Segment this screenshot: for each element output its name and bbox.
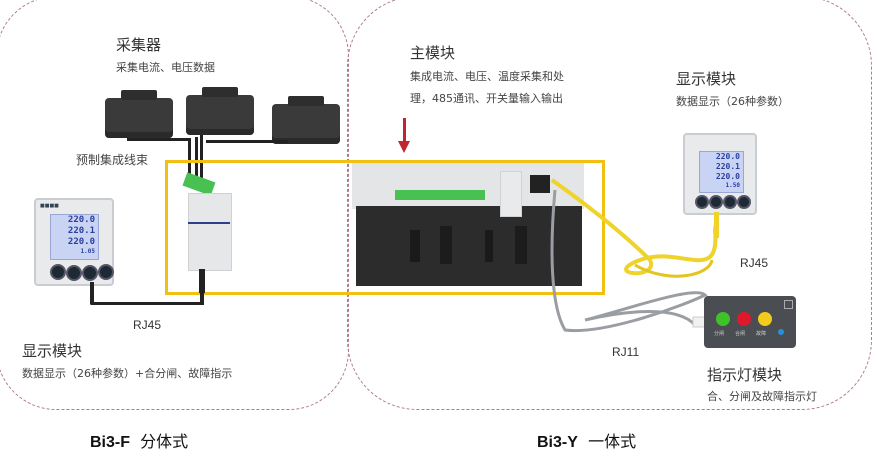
integrated-type-panel [347, 0, 872, 410]
meter-button-1 [50, 264, 66, 280]
rj45-connector-right [714, 212, 719, 238]
rj11-label: RJ11 [612, 345, 640, 359]
main-module-subtitle-2: 理，485通讯、开关量输入输出 [410, 92, 563, 105]
display-module-title-right: 显示模块 [676, 70, 737, 88]
main-module-title: 主模块 [410, 44, 456, 62]
harness-label: 预制集成线束 [76, 153, 149, 167]
meter-button-2 [66, 265, 82, 281]
lcd-screen: 220.0 220.1 220.0 1.05 [50, 214, 99, 260]
display-module-subtitle-left: 数据显示（26种参数）+合分闸、故障指示 [22, 367, 233, 380]
meter-button-4 [98, 264, 114, 280]
indicator-module-subtitle: 合、分闸及故障指示灯 [707, 390, 817, 403]
collector-subtitle: 采集电流、电压数据 [116, 61, 215, 74]
display-module-subtitle-right: 数据显示（26种参数） [676, 95, 789, 108]
collector-title: 采集器 [116, 36, 162, 54]
indicator-light-module: 分闸 合闸 故障 [704, 296, 796, 348]
split-type-panel [0, 0, 349, 410]
led-yellow [758, 312, 772, 326]
caption-integrated-type: Bi3-Y 一体式 [537, 432, 637, 451]
caption-split-type: Bi3-F 分体式 [90, 432, 189, 451]
meter-button-3 [82, 265, 98, 281]
display-module-title-left: 显示模块 [22, 342, 83, 360]
lcd-screen-right: 220.0 220.1 220.0 1.50 [699, 151, 744, 193]
led-green [716, 312, 730, 326]
indicator-module-title: 指示灯模块 [707, 366, 783, 384]
display-module-meter-right: 220.0 220.1 220.0 1.50 [683, 133, 757, 215]
rj45-label-right: RJ45 [740, 256, 769, 270]
rj45-label-left: RJ45 [133, 318, 162, 332]
main-module-subtitle-1: 集成电流、电压、温度采集和处 [410, 70, 564, 83]
rj45-cable-right [550, 178, 720, 278]
display-module-meter: ■■■■ 220.0 220.1 220.0 1.05 [34, 198, 114, 286]
highlight-box [165, 160, 605, 295]
led-red [737, 312, 751, 326]
